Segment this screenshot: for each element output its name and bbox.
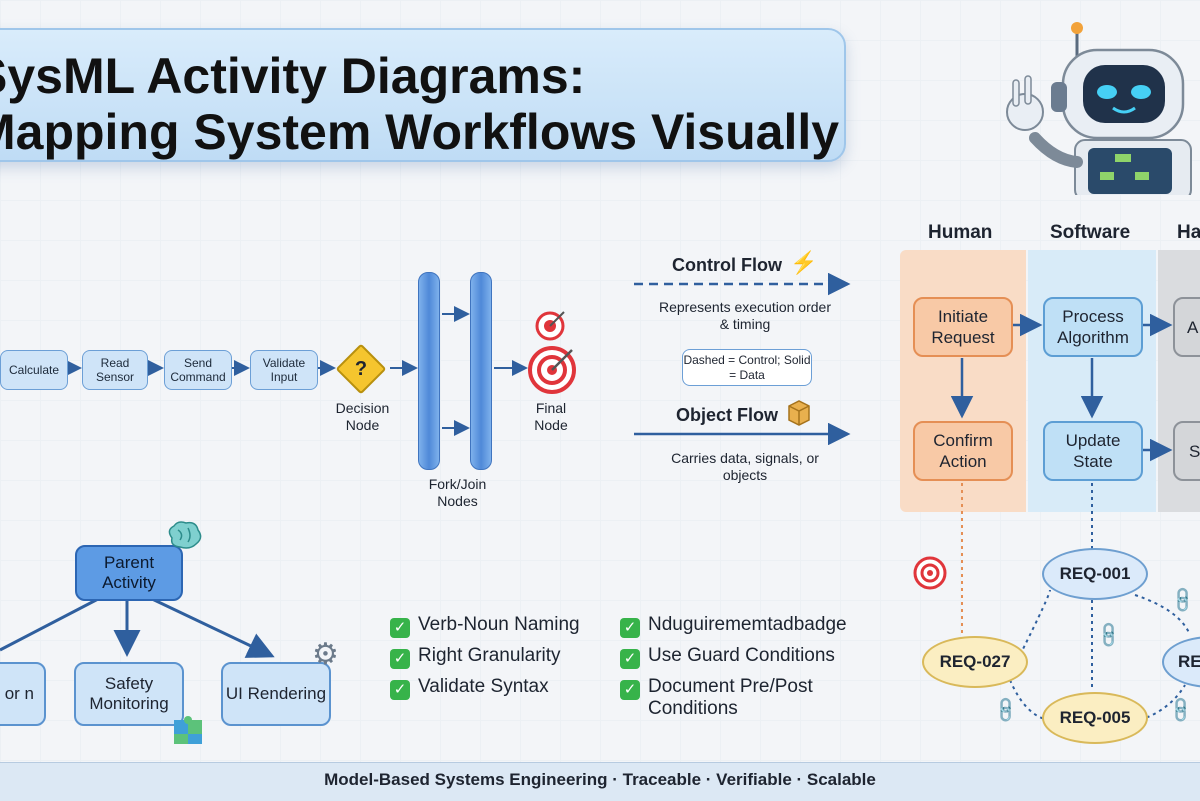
check-item: ✓Use Guard Conditions (620, 645, 835, 669)
swimlane-header-human: Human (928, 222, 993, 243)
check-item: ✓Right Granularity (390, 645, 561, 669)
check-icon: ✓ (620, 618, 640, 638)
robot-mascot-icon (1006, 22, 1192, 195)
decision-node-label: Decision Node (335, 400, 390, 433)
action-calculate[interactable]: Calculate (0, 350, 68, 390)
action-confirm-action[interactable]: Confirm Action (913, 421, 1013, 481)
check-item: ✓Nduguirememtadbadge (620, 614, 847, 638)
decision-symbol: ? (354, 358, 368, 380)
check-icon: ✓ (620, 680, 640, 700)
puzzle-icon (174, 716, 202, 744)
check-item: ✓Document Pre/Post Conditions (620, 676, 848, 720)
object-flow-title: Object Flow (676, 405, 779, 425)
swimlane-header-hardware: Ha (1177, 222, 1200, 243)
swimlane-header-software: Software (1050, 222, 1131, 243)
check-item: ✓Verb-Noun Naming (390, 614, 580, 638)
requirement-req-005[interactable]: REQ-005 (1042, 692, 1148, 744)
flow-legend-lines (634, 272, 851, 445)
lightning-icon: ⚡ (790, 250, 818, 275)
requirement-req-001[interactable]: REQ-001 (1042, 548, 1148, 600)
parent-activity[interactable]: Parent Activity (75, 545, 183, 601)
footer-bar (0, 762, 1200, 801)
footer-tagline: Model-Based Systems Engineering · Tracea… (324, 770, 876, 789)
control-flow-description: Represents execution order & timing (659, 299, 831, 332)
final-node-label: Final Node (534, 400, 568, 433)
child-activity-ui-rendering[interactable]: UI Rendering (221, 662, 331, 726)
target-icon (528, 311, 576, 394)
swimlane-connectors (950, 313, 1191, 721)
check-icon: ✓ (390, 680, 410, 700)
package-box-icon (788, 400, 810, 426)
action-hardware-1[interactable]: A Ac (1173, 297, 1200, 357)
check-icon: ✓ (390, 618, 410, 638)
action-update-state[interactable]: Update State (1043, 421, 1143, 481)
action-read-sensor[interactable]: Read Sensor (82, 350, 148, 390)
title-banner (0, 28, 846, 162)
action-validate-input[interactable]: Validate Input (250, 350, 318, 390)
legend-note: Dashed = Control; Solid = Data (682, 349, 812, 386)
hierarchy-connectors (0, 596, 275, 658)
action-send-command[interactable]: Send Command (164, 350, 232, 390)
page-title: SysML Activity Diagrams: Mapping System … (0, 48, 840, 160)
check-icon: ✓ (620, 649, 640, 669)
check-icon: ✓ (390, 649, 410, 669)
flow-connectors (66, 306, 528, 436)
control-flow-title: Control Flow (672, 255, 782, 275)
fork-join-label: Fork/Join Nodes (428, 476, 487, 509)
brain-icon (168, 521, 202, 549)
join-bar[interactable] (470, 272, 492, 470)
object-flow-description: Carries data, signals, or objects (671, 450, 819, 483)
fork-bar[interactable] (418, 272, 440, 470)
child-activity-safety-monitoring[interactable]: Safety Monitoring (74, 662, 184, 726)
gear-icon: ⚙ (312, 638, 339, 671)
check-item: ✓Validate Syntax (390, 676, 549, 700)
requirement-req-027[interactable]: REQ-027 (922, 636, 1028, 688)
action-initiate-request[interactable]: Initiate Request (913, 297, 1013, 357)
action-process-algorithm[interactable]: Process Algorithm (1043, 297, 1143, 357)
child-activity-1[interactable]: or n (0, 662, 46, 726)
action-hardware-2[interactable]: S (1173, 421, 1200, 481)
target-icon (913, 556, 947, 590)
